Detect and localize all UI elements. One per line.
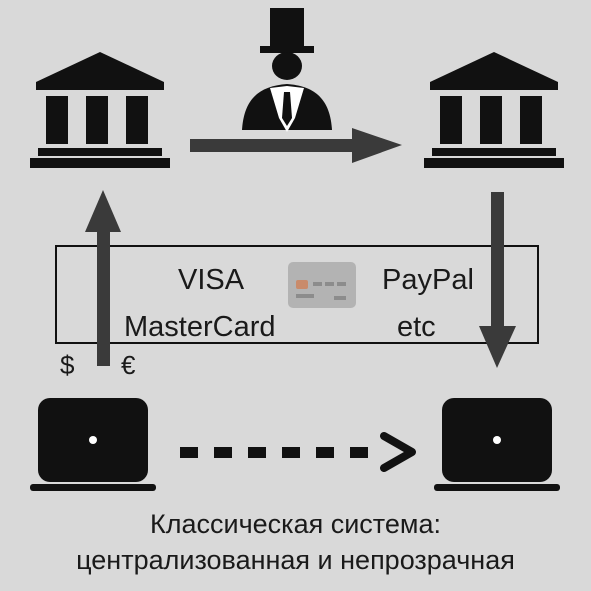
- arrow-bank-to-laptop: [479, 192, 516, 368]
- currency-dollar: $: [60, 350, 75, 380]
- label-visa: VISA: [178, 264, 245, 296]
- arrow-banks-right: [190, 128, 402, 163]
- arrow-laptop-to-bank: [85, 190, 121, 366]
- caption-line-2: централизованная и непрозрачная: [76, 545, 515, 575]
- caption: Классическая система: централизованная и…: [0, 506, 591, 578]
- laptop-left-icon: [30, 398, 156, 491]
- laptop-right-icon: [434, 398, 560, 491]
- label-mastercard: MasterCard: [124, 311, 276, 343]
- banker-icon: [242, 8, 332, 132]
- label-etc: etc: [397, 311, 436, 343]
- credit-card-icon: [288, 262, 356, 308]
- caption-line-1: Классическая система:: [150, 509, 441, 539]
- dashed-arrow-laptops: [180, 432, 416, 472]
- payment-systems-box: [55, 245, 539, 344]
- bank-left-icon: [30, 52, 170, 168]
- bank-right-icon: [424, 52, 564, 168]
- currency-euro: €: [121, 350, 136, 380]
- label-paypal: PayPal: [382, 264, 474, 296]
